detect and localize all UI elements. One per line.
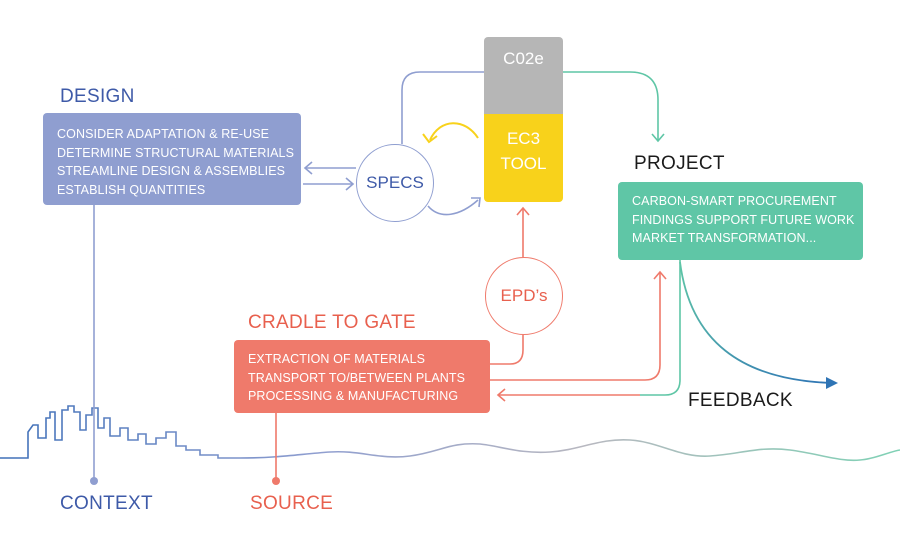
cradle-box: EXTRACTION OF MATERIALS TRANSPORT TO/BET…: [234, 340, 490, 413]
context-label: CONTEXT: [60, 493, 153, 514]
specs-node: SPECS: [356, 144, 434, 222]
arrowhead: [496, 388, 506, 402]
cradle-title: CRADLE TO GATE: [248, 312, 416, 333]
epds-node: EPD’s: [485, 257, 563, 335]
specs-to-co2e-line: [401, 71, 484, 144]
specs-label: SPECS: [366, 173, 424, 192]
arrowhead: [826, 377, 838, 389]
cradle-item: PROCESSING & MANUFACTURING: [248, 389, 459, 403]
epds-label: EPD’s: [500, 286, 548, 305]
design-box: CONSIDER ADAPTATION & RE-USE DETERMINE S…: [43, 113, 301, 205]
project-box: CARBON-SMART PROCUREMENT FINDINGS SUPPOR…: [618, 182, 863, 260]
cradle-to-epds-line: [490, 335, 524, 365]
specs-to-tool-arrow: [427, 199, 479, 216]
project-item: FINDINGS SUPPORT FUTURE WORK: [632, 212, 855, 227]
context-dot: [90, 477, 98, 485]
design-item: DETERMINE STRUCTURAL MATERIALS: [57, 145, 295, 160]
arrowhead: [345, 177, 355, 191]
feedback-arrow: [679, 261, 833, 384]
tool-label-line2: TOOL: [500, 154, 547, 173]
co2e-node: C02e: [484, 37, 563, 114]
co2e-label: C02e: [503, 49, 544, 68]
project-item: CARBON-SMART PROCUREMENT: [632, 194, 837, 208]
cradle-item: TRANSPORT TO/BETWEEN PLANTS: [248, 370, 466, 385]
arrowhead: [516, 206, 530, 216]
arrowhead: [471, 197, 481, 208]
tool-label-line1: EC3: [506, 129, 541, 148]
cradle-item: EXTRACTION OF MATERIALS: [248, 352, 426, 366]
project-down-line: [640, 260, 681, 396]
design-item: STREAMLINE DESIGN & ASSEMBLIES: [57, 164, 286, 178]
tool-to-specs-arrow: [429, 122, 479, 141]
co2e-to-project-arrow: [563, 71, 659, 140]
source-label: SOURCE: [250, 493, 334, 514]
design-title: DESIGN: [60, 86, 135, 107]
feedback-label: FEEDBACK: [688, 390, 793, 411]
arrowhead: [422, 133, 438, 144]
cradle-to-project-arrow: [490, 272, 661, 381]
ec3-tool-node: EC3 TOOL: [484, 114, 563, 202]
source-dot: [272, 477, 280, 485]
design-item: ESTABLISH QUANTITIES: [57, 182, 206, 197]
arrowhead: [651, 133, 665, 143]
arrowhead: [653, 270, 667, 280]
arrowhead: [303, 161, 313, 175]
project-item: MARKET TRANSFORMATION...: [632, 231, 817, 245]
project-title: PROJECT: [634, 153, 725, 174]
skyline-ground-line: [0, 405, 900, 462]
design-item: CONSIDER ADAPTATION & RE-USE: [57, 127, 270, 141]
